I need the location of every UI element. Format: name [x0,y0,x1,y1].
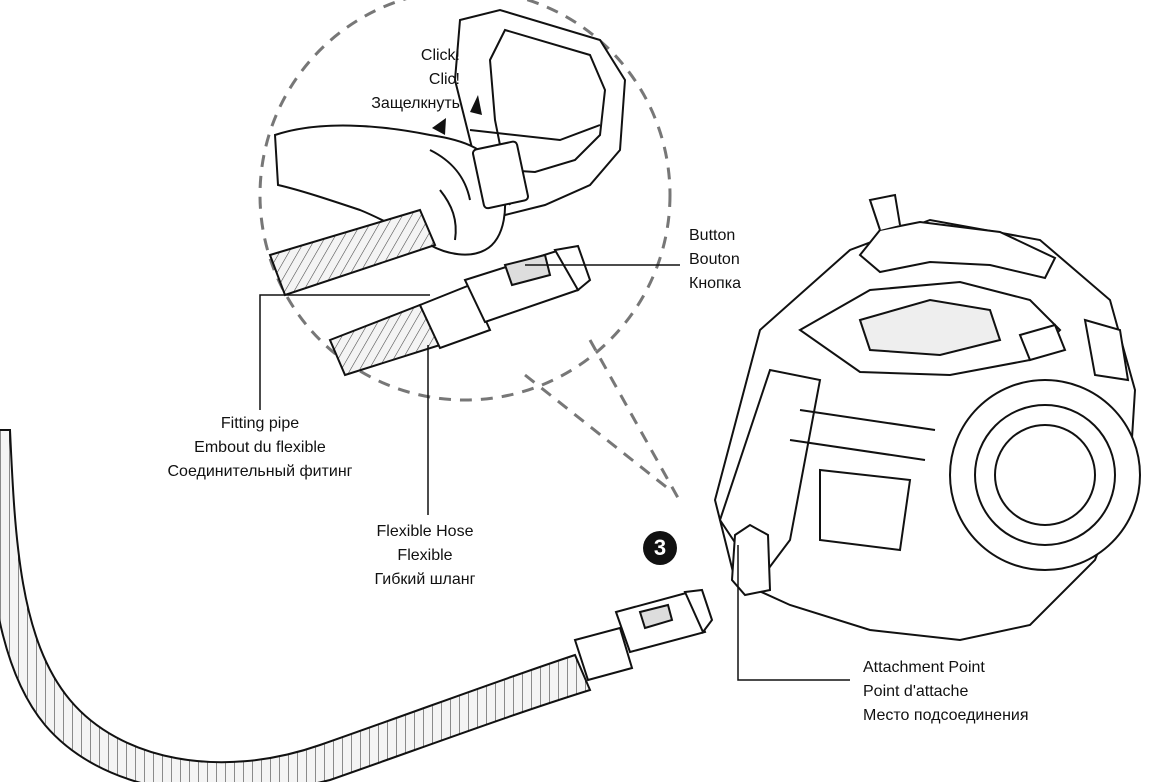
attachment-point-label-en: Attachment Point [863,659,985,676]
fitting-pipe-label-en: Fitting pipe [220,415,300,432]
button-label-ru: Кнопка [689,275,741,292]
hand-illustration [273,124,529,256]
step-number: 3 [653,535,667,560]
button-label-en: Button [689,227,736,244]
flexible-hose-label-ru: Гибкий шланг [374,571,476,588]
flexible-hose-label-en: Flexible Hose [376,523,474,540]
fitting-pipe-label: Fitting pipe Embout du flexible Соединит… [125,412,395,484]
attachment-point-label-ru: Место подсоединения [863,707,1029,724]
detail-connector-line [524,373,671,492]
main-flexible-hose [0,429,592,782]
attachment-point-leader-line [737,545,850,681]
flexible-hose-label: Flexible Hose Flexible Гибкий шланг [335,520,515,592]
fitting-pipe-label-fr: Embout du flexible [194,439,326,456]
step-badge-icon: 3 [643,531,677,565]
click-label-ru: Защелкнуть [371,95,460,112]
fitting-pipe-leader-line [259,294,430,410]
click-label-fr: Clic! [428,71,460,88]
button-label-fr: Bouton [689,251,740,268]
click-label: Click! Clic! Защелкнуть [290,44,460,116]
attachment-point-label-fr: Point d'attache [863,683,969,700]
click-label-en: Click! [420,47,460,64]
click-arrow-icon [432,95,482,135]
flexible-hose-label-fr: Flexible [397,547,453,564]
button-label: Button Bouton Кнопка [689,224,741,296]
vacuum-cleaner [713,193,1141,642]
fitting-pipe-label-ru: Соединительный фитинг [167,463,353,480]
detail-fitting-pipe [418,244,592,350]
main-fitting-pipe [573,588,714,682]
attachment-point-label: Attachment Point Point d'attache Место п… [863,656,1029,728]
detail-connector-line [588,339,684,506]
detail-hose-upper [268,208,437,297]
callout-lines [259,264,850,681]
